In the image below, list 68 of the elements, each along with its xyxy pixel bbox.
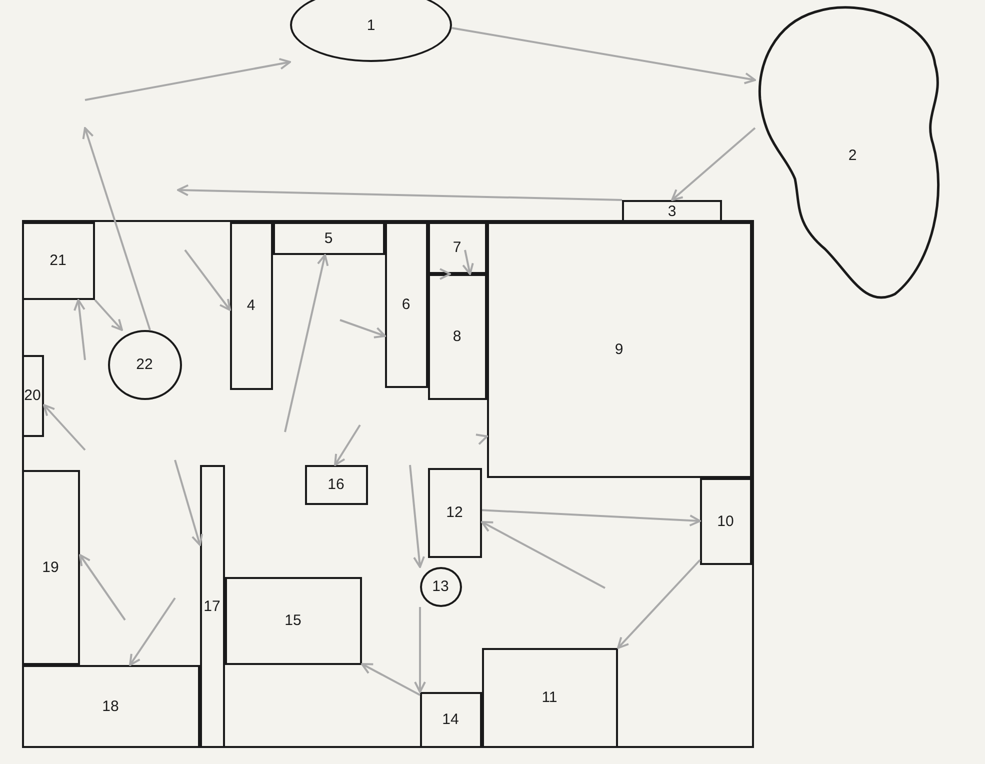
room-number: 4 xyxy=(246,298,256,313)
arrow xyxy=(43,404,86,451)
arrow xyxy=(617,559,701,649)
room-outline xyxy=(304,464,368,504)
room-outline xyxy=(22,664,200,748)
floor-plan-outline xyxy=(22,220,754,748)
arrow xyxy=(414,607,426,693)
circle-shape xyxy=(420,566,462,606)
arrow xyxy=(474,434,488,446)
room-outline xyxy=(230,222,272,390)
room-outline xyxy=(384,222,428,388)
arrow xyxy=(481,521,606,589)
arrow xyxy=(177,184,622,201)
room-number: 20 xyxy=(24,388,41,403)
arrow xyxy=(482,509,701,526)
arrow xyxy=(361,663,420,696)
arrow xyxy=(184,249,231,311)
room-number: 13 xyxy=(432,579,449,594)
room-number: 15 xyxy=(284,613,302,628)
room-number: 7 xyxy=(452,240,462,255)
room-number: 3 xyxy=(668,204,676,218)
arrow xyxy=(340,319,386,338)
arrow xyxy=(174,460,203,546)
room-number: 14 xyxy=(442,712,459,727)
room-number: 22 xyxy=(136,357,153,372)
room-outline xyxy=(22,222,94,300)
room-number: 10 xyxy=(717,514,734,528)
arrow xyxy=(284,254,329,432)
arrow xyxy=(79,554,126,621)
arrow xyxy=(94,299,123,331)
room-number: 11 xyxy=(542,690,558,705)
room-outline xyxy=(486,222,752,478)
arrow xyxy=(84,58,291,101)
room-number: 12 xyxy=(446,505,463,520)
arrow xyxy=(129,597,176,666)
room-outline xyxy=(272,222,384,254)
room-outline xyxy=(428,274,486,400)
arrow xyxy=(409,464,425,568)
room-number: 18 xyxy=(102,698,119,714)
room-outline xyxy=(420,692,482,748)
room-number: 8 xyxy=(452,329,462,344)
arrow xyxy=(452,27,756,84)
room-outline xyxy=(224,576,362,664)
room-number: 17 xyxy=(204,598,220,614)
room-number: 1 xyxy=(366,18,376,32)
circle-shape xyxy=(108,330,182,400)
arrow xyxy=(73,299,86,360)
room-outline xyxy=(622,200,722,222)
room-outline xyxy=(700,478,752,564)
arrow xyxy=(440,268,451,280)
ellipse-shape xyxy=(290,0,452,62)
room-outline xyxy=(22,354,44,436)
arrow xyxy=(82,127,151,330)
room-number: 16 xyxy=(328,477,344,492)
room-number: 6 xyxy=(402,297,410,312)
arrow xyxy=(671,127,756,201)
room-outline xyxy=(482,648,618,748)
room-number: 19 xyxy=(42,560,59,574)
room-number: 9 xyxy=(614,342,624,357)
room-outline xyxy=(200,464,224,748)
room-outline xyxy=(22,470,80,664)
arrow xyxy=(462,250,474,275)
room-number: 5 xyxy=(324,230,333,246)
room-number: 21 xyxy=(50,253,66,268)
room-outline xyxy=(428,222,486,274)
room-number: 2 xyxy=(848,148,857,162)
arrow xyxy=(334,424,361,466)
room-outline xyxy=(428,468,482,558)
